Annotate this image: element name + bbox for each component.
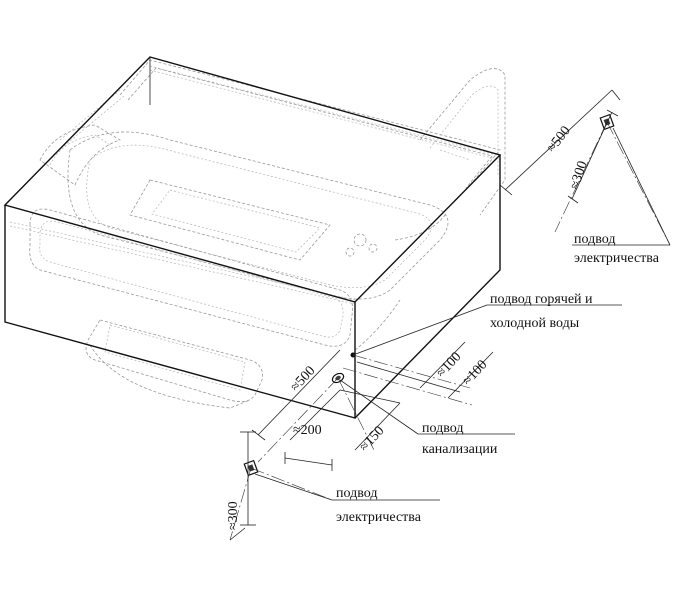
dim-left-300: ≈300 [226, 501, 241, 530]
label-drain-line1: подвод [422, 421, 463, 436]
dim-water-100-a: ≈100 [434, 350, 465, 381]
dim-top-right-300: ≈300 [568, 159, 591, 191]
label-water-line2: холодной воды [490, 316, 580, 331]
label-electric-left-line1: подвод [336, 486, 377, 501]
dim-front-150: ≈150 [357, 424, 388, 455]
label-electric-right-line1: подвод [574, 232, 615, 247]
front-dimension-lines [251, 349, 401, 471]
top-right-dimension-lines [499, 89, 671, 246]
drain-connection [257, 372, 515, 463]
label-electric-right-line2: электричества [574, 251, 660, 266]
label-drain-line2: канализации [422, 442, 498, 457]
water-connection [342, 304, 622, 406]
label-water-line1: подвод горячей и [490, 292, 593, 307]
label-electric-left-line2: электричества [336, 510, 422, 525]
dim-front-200: ≈200 [293, 423, 322, 438]
bathtub-hidden-geometry [9, 59, 506, 409]
dim-top-right-500: ≈500 [544, 124, 573, 156]
dim-front-500: ≈500 [288, 364, 319, 395]
left-dimension-lines [229, 431, 440, 541]
bounding-box [3, 56, 502, 419]
dim-water-100-b: ≈100 [460, 358, 491, 389]
